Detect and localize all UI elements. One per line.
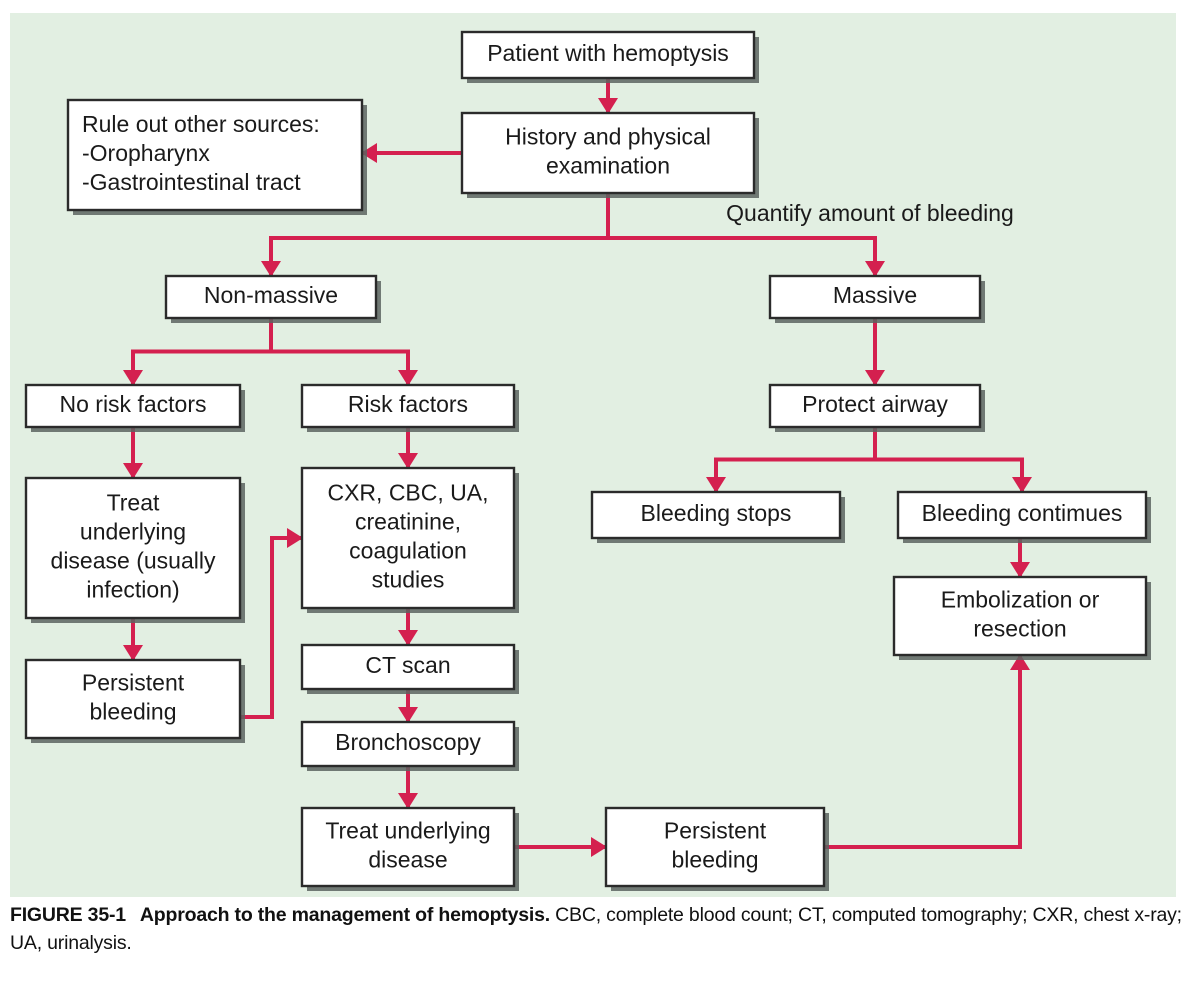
node-label: bleeding <box>90 699 177 725</box>
flow-node-persistent1[interactable]: Persistent bleeding <box>26 660 245 743</box>
node-label: History and physical <box>505 124 711 150</box>
node-label: Rule out other sources: <box>82 111 320 137</box>
connector <box>716 427 875 492</box>
flow-edge-massive-to-protect <box>865 318 885 386</box>
flow-edge-history-to-ruleout <box>361 143 462 163</box>
node-label: Protect airway <box>802 391 948 417</box>
flow-node-treatunder1[interactable]: Treat underlying disease (usually infection… <box>26 478 245 623</box>
node-label: Bleeding contimues <box>922 500 1123 526</box>
flow-edge-treatunder2-to-persistent2 <box>514 837 607 857</box>
node-label: coagulation <box>349 538 467 564</box>
node-label: creatinine, <box>355 509 461 535</box>
flow-node-bleedstops[interactable]: Bleeding stops <box>592 492 845 543</box>
arrow-head <box>591 837 607 857</box>
flow-node-norisk[interactable]: No risk factors <box>26 385 245 432</box>
flow-node-bronchoscopy[interactable]: Bronchoscopy <box>302 722 519 771</box>
node-label: Massive <box>833 282 917 308</box>
flow-node-bleedcontinues[interactable]: Bleeding contimues <box>898 492 1151 543</box>
arrow-head <box>398 370 418 386</box>
flow-node-treatunder2[interactable]: Treat underlying disease <box>302 808 519 891</box>
arrow-head <box>865 261 885 277</box>
free-label-layer: Quantify amount of bleeding <box>726 200 1014 226</box>
flow-edge-ctscan-to-bronchoscopy <box>398 689 418 723</box>
arrow-head <box>706 477 726 493</box>
flow-node-ruleout[interactable]: Rule out other sources: -Oropharynx -Gastr… <box>68 100 367 215</box>
arrow-head <box>398 707 418 723</box>
node-label: Risk factors <box>348 391 468 417</box>
arrow-head <box>123 370 143 386</box>
node-label: studies <box>372 567 445 593</box>
flow-node-nonmassive[interactable]: Non-massive <box>166 276 381 323</box>
arrow-head <box>865 370 885 386</box>
arrow-head <box>123 645 143 661</box>
arrow-head <box>1010 562 1030 578</box>
flow-edge-labs-to-ctscan <box>398 608 418 646</box>
connector <box>824 655 1020 847</box>
flow-edge-persistent2-to-embolization <box>824 654 1030 847</box>
node-label: Treat underlying <box>325 818 490 844</box>
node-label: underlying <box>80 519 186 545</box>
node-label: Embolization or <box>941 587 1100 613</box>
arrow-head <box>398 793 418 809</box>
flow-node-history[interactable]: History and physical examination <box>462 113 759 198</box>
flow-node-protect[interactable]: Protect airway <box>770 385 985 432</box>
arrow-head <box>398 453 418 469</box>
connector <box>240 538 302 717</box>
flow-node-persistent2[interactable]: Persistent bleeding <box>606 808 829 891</box>
node-label: Treat <box>107 490 160 516</box>
node-label: Patient with hemoptysis <box>487 40 729 66</box>
node-label: Non-massive <box>204 282 338 308</box>
flow-node-risk[interactable]: Risk factors <box>302 385 519 432</box>
flow-edge-risk-to-labs <box>398 427 418 469</box>
figure-title: Approach to the management of hemoptysis… <box>140 904 550 926</box>
arrow-head <box>287 528 303 548</box>
arrow-head <box>123 463 143 479</box>
arrow-head <box>1012 477 1032 493</box>
arrow-head <box>598 98 618 114</box>
flow-edge-protect-to-bleedstops <box>706 427 875 493</box>
flow-edge-nonmassive-to-risk <box>271 318 418 386</box>
node-label: infection) <box>86 577 179 603</box>
node-label: No risk factors <box>60 391 207 417</box>
figure-caption: FIGURE 35-1 Approach to the management of… <box>10 902 1188 957</box>
node-label: disease (usually <box>51 548 216 574</box>
flowchart-svg: Patient with hemoptysisHistory and physi… <box>0 0 1198 900</box>
connector <box>271 318 408 385</box>
connector <box>875 427 1022 492</box>
node-label: Persistent <box>664 818 767 844</box>
flow-edge-persistent1-to-labs <box>240 528 303 717</box>
node-label: examination <box>546 153 670 179</box>
connector <box>133 318 271 385</box>
flow-edge-bronchoscopy-to-treatunder2 <box>398 766 418 809</box>
arrow-head <box>398 630 418 646</box>
node-label: resection <box>973 616 1066 642</box>
free-label-quantify: Quantify amount of bleeding <box>726 200 1014 226</box>
flow-edge-norisk-to-treatunder1 <box>123 427 143 479</box>
flow-node-embolization[interactable]: Embolization or resection <box>894 577 1151 660</box>
node-label: CT scan <box>365 652 450 678</box>
node-label: Bleeding stops <box>641 500 792 526</box>
node-label: Persistent <box>82 670 185 696</box>
node-label: CXR, CBC, UA, <box>327 480 488 506</box>
flow-node-patient[interactable]: Patient with hemoptysis <box>462 32 759 83</box>
node-label: -Gastrointestinal tract <box>82 169 301 195</box>
flow-edge-bleedcontinues-to-embolization <box>1010 538 1030 578</box>
figure-number: FIGURE 35-1 <box>10 904 126 926</box>
node-label: bleeding <box>672 847 759 873</box>
node-label: disease <box>368 847 447 873</box>
node-label: Bronchoscopy <box>335 729 481 755</box>
flow-edge-patient-to-history <box>598 78 618 114</box>
flow-node-ctscan[interactable]: CT scan <box>302 645 519 694</box>
flow-node-labs[interactable]: CXR, CBC, UA, creatinine, coagulation studi… <box>302 468 519 613</box>
flow-node-massive[interactable]: Massive <box>770 276 985 323</box>
flow-edge-treatunder1-to-persistent1 <box>123 618 143 661</box>
flow-edge-nonmassive-to-norisk <box>123 318 271 386</box>
flow-edge-protect-to-bleedcontinues <box>875 427 1032 493</box>
arrow-head <box>261 261 281 277</box>
node-label: -Oropharynx <box>82 140 210 166</box>
